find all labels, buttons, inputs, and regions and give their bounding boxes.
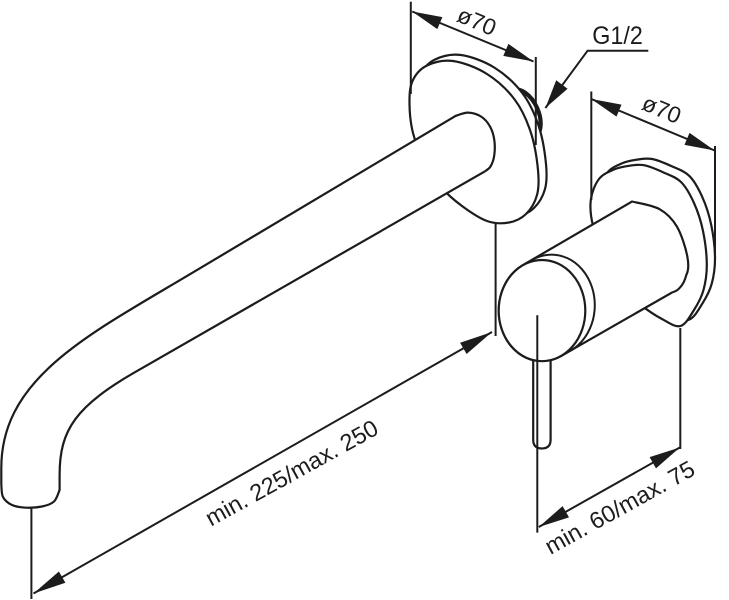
svg-text:G1/2: G1/2 [592,22,643,50]
